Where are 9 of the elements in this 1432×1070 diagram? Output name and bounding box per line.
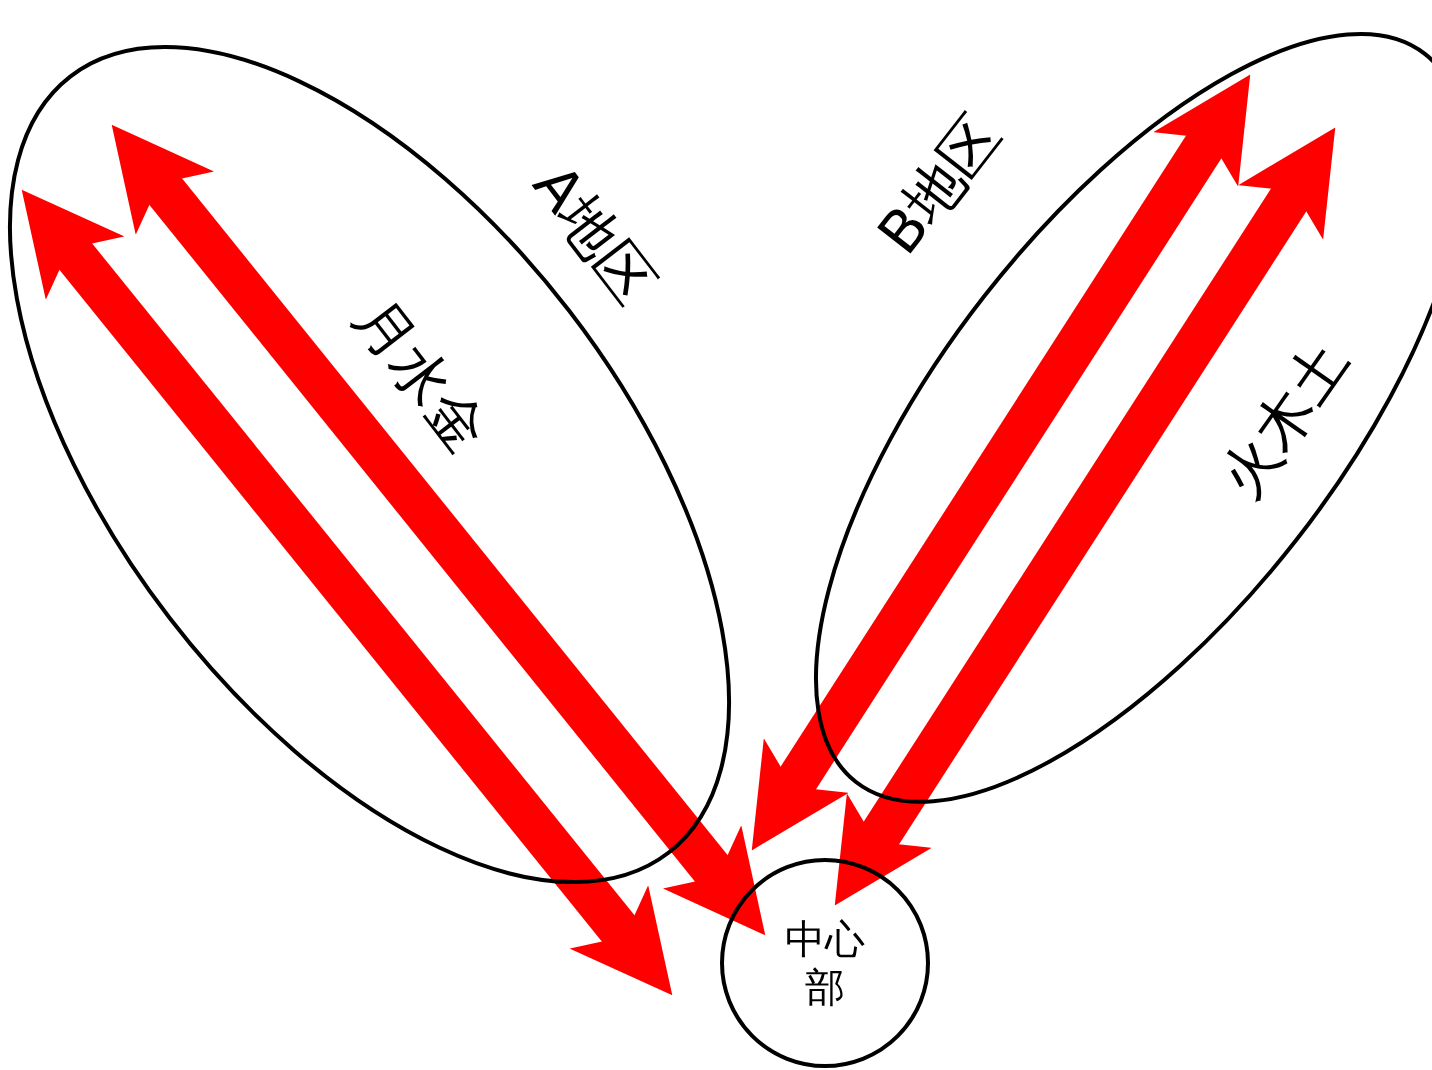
double-arrow — [751, 74, 1251, 851]
double-arrow — [111, 124, 766, 936]
region-label: A地区 — [519, 152, 670, 318]
node-label: 中心部 — [784, 915, 866, 1011]
center-circle — [720, 858, 930, 1068]
double-arrow — [834, 127, 1336, 906]
double-arrow — [21, 189, 673, 996]
region-label: B地区 — [864, 102, 1015, 268]
region-ellipse — [7, 44, 733, 886]
